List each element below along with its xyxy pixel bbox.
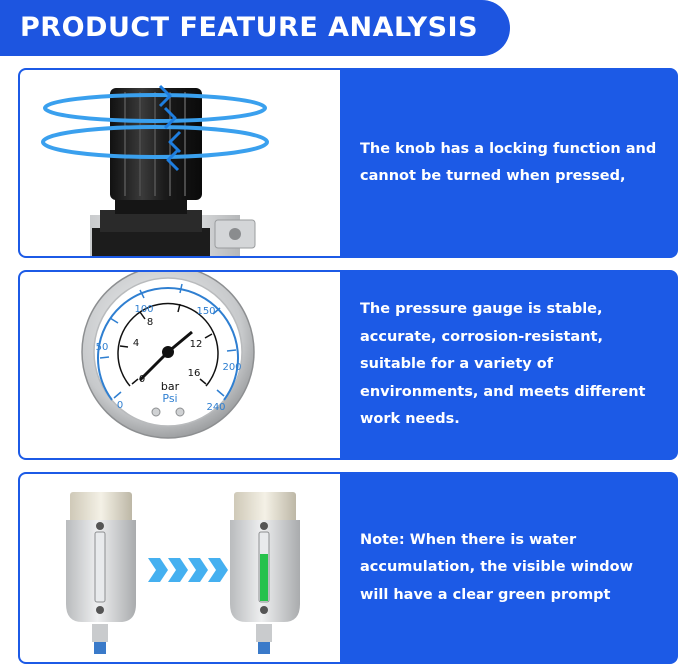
pressure-gauge-image: 0 4 8 12 16 0 50 100 150 200 240 bar Psi: [20, 272, 340, 458]
feature-text-filter: Note: When there is water accumulation, …: [360, 531, 634, 603]
title-banner: PRODUCT FEATURE ANALYSIS: [0, 0, 510, 56]
gauge-unit-psi: Psi: [162, 392, 177, 405]
gauge-psi-label-50: 50: [96, 342, 109, 353]
gauge-unit-bar: bar: [161, 380, 180, 393]
gauge-psi-label-200: 200: [222, 362, 241, 373]
filter-bowl-before: [66, 492, 136, 654]
gauge-psi-label-0: 0: [117, 400, 123, 411]
feature-text-gauge: The pressure gauge is stable, accurate, …: [360, 301, 646, 428]
feature-text-knob: The knob has a locking function and cann…: [360, 140, 657, 185]
water-indicator-green: [260, 554, 268, 601]
filter-bowl-comparison-image: [20, 474, 340, 662]
feature-panel-knob: The knob has a locking function and cann…: [18, 68, 678, 258]
gauge-bar-label-4: 4: [133, 338, 139, 349]
gauge-psi-label-240: 240: [206, 402, 225, 413]
gauge-bar-label-16: 16: [188, 368, 201, 379]
gauge-psi-label-100: 100: [134, 304, 153, 315]
gauge-needle-hub-icon: [162, 346, 174, 358]
gauge-psi-label-150: 150: [196, 306, 215, 317]
transition-arrows-icon: [148, 558, 228, 582]
gauge-bar-label-12: 12: [190, 339, 203, 350]
feature-panel-gauge: 0 4 8 12 16 0 50 100 150 200 240 bar Psi: [18, 270, 678, 460]
feature-panel-filter: Note: When there is water accumulation, …: [18, 472, 678, 664]
page-title: PRODUCT FEATURE ANALYSIS: [20, 12, 479, 43]
gauge-bar-label-8: 8: [147, 317, 153, 328]
filter-bowl-after: [230, 492, 300, 654]
regulator-knob-image: [20, 70, 340, 256]
